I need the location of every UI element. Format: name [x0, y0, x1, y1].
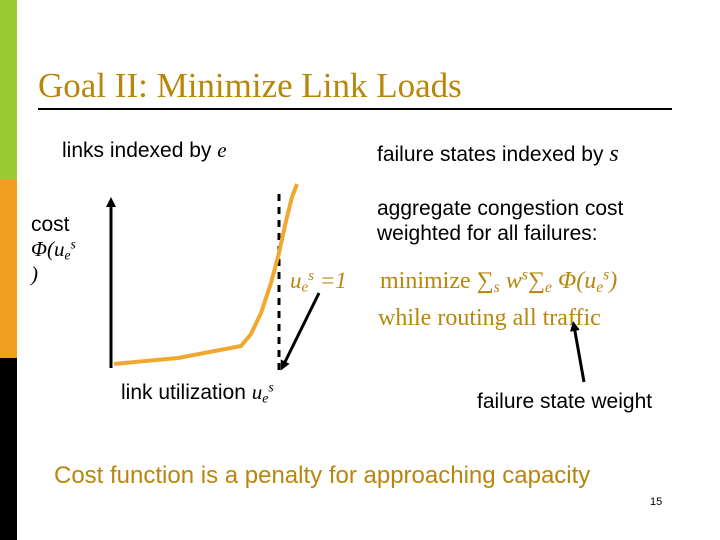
cost-label: cost Φ(ues ) — [31, 213, 76, 287]
stripe-orange — [0, 180, 17, 358]
failure-weight-label: failure state weight — [477, 390, 653, 413]
arrow-to-weight — [569, 321, 586, 383]
aggregate-cost-label: aggregate congestion cost weighted for a… — [377, 197, 624, 246]
failure-states-label: failure states indexed by s — [377, 141, 619, 167]
link-utilization-label: link utilization ues — [121, 379, 274, 406]
conclusion-text: Cost function is a penalty for approachi… — [54, 462, 591, 489]
arrow-to-capacity — [280, 292, 321, 371]
title-rule — [38, 108, 672, 110]
stripe-green — [0, 0, 17, 180]
links-indexed-label: links indexed by e — [62, 138, 227, 162]
minimize-formula: minimize ∑s ws∑e Φ(ues) — [380, 266, 618, 296]
routing-constraint: while routing all traffic — [378, 305, 601, 331]
capacity-equation: ues =1 — [290, 267, 347, 296]
cost-curve — [113, 183, 299, 366]
slide-title: Goal II: Minimize Link Loads — [38, 66, 462, 105]
slide-number: 15 — [650, 496, 663, 508]
stripe-black — [0, 358, 17, 540]
